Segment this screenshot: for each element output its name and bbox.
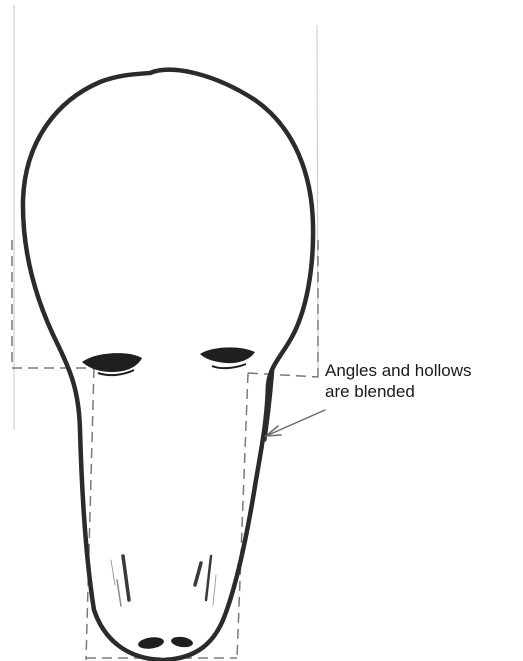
shading-left-3 (111, 560, 115, 585)
annotation-line-1: Angles and hollows (325, 360, 471, 381)
annotation-label: Angles and hollows are blended (325, 360, 471, 402)
guide-lower-right (237, 373, 248, 658)
shading-left-1 (123, 556, 129, 600)
arrow-shaft (266, 410, 325, 436)
muzzle-shading (111, 556, 216, 606)
shading-right-1 (195, 563, 201, 585)
right-eye-lid (212, 364, 246, 368)
left-eye (82, 353, 142, 372)
dashed-construction-lines (12, 240, 318, 660)
shading-left-2 (117, 580, 121, 606)
guide-lower-left (86, 368, 94, 660)
shading-right-3 (213, 575, 216, 605)
shading-right-2 (206, 556, 211, 600)
arrow-pointer-icon (266, 410, 325, 436)
guide-upper-bottom-right (248, 373, 318, 377)
eyes (82, 347, 255, 375)
annotation-line-2: are blended (325, 381, 471, 402)
left-nostril (137, 636, 164, 651)
right-eye (200, 347, 255, 363)
nostrils (137, 636, 193, 651)
right-nostril (170, 636, 193, 649)
head-outline (23, 70, 313, 660)
